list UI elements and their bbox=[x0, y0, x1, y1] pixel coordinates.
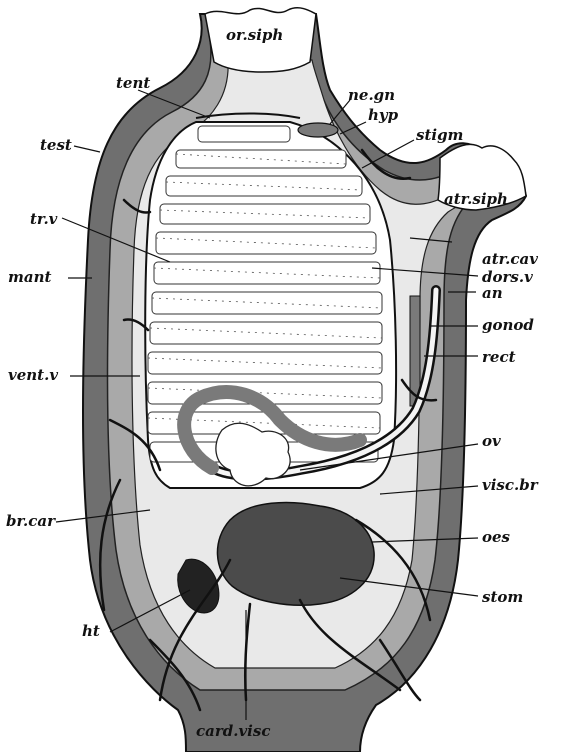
stomach bbox=[217, 503, 374, 606]
label-stom: stom bbox=[482, 590, 523, 605]
nerve-ganglion bbox=[298, 123, 338, 137]
label-tent: tent bbox=[116, 76, 150, 91]
label-mant: mant bbox=[8, 270, 51, 285]
label-br-car: br.car bbox=[6, 514, 55, 529]
label-oes: oes bbox=[482, 530, 510, 545]
label-hyp: hyp bbox=[368, 108, 398, 123]
label-ov: ov bbox=[482, 434, 501, 449]
label-gonod: gonod bbox=[482, 318, 534, 333]
label-rect: rect bbox=[482, 350, 516, 365]
label-or-siph: or.siph bbox=[226, 28, 283, 43]
label-ne-gn: ne.gn bbox=[348, 88, 395, 103]
label-visc-br: visc.br bbox=[482, 478, 538, 493]
label-test: test bbox=[40, 138, 72, 153]
label-atr-siph: atr.siph bbox=[444, 192, 508, 207]
label-tr-v: tr.v bbox=[30, 212, 57, 227]
label-stigm: stigm bbox=[416, 128, 463, 143]
label-card-visc: card.visc bbox=[196, 724, 270, 739]
label-atr-cav: atr.cav bbox=[482, 252, 538, 267]
label-ht: ht bbox=[82, 624, 100, 639]
label-dors-v: dors.v bbox=[482, 270, 533, 285]
label-vent-v: vent.v bbox=[8, 368, 58, 383]
label-an: an bbox=[482, 286, 503, 301]
